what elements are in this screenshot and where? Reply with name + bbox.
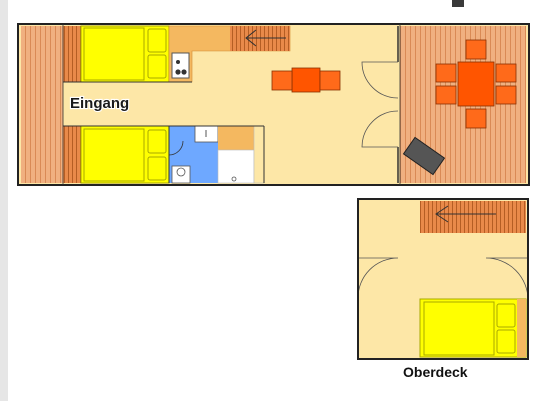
dining-table-small — [271, 67, 341, 93]
page-edge-strip — [0, 0, 8, 401]
storage — [217, 125, 265, 184]
upper-deck-label: Oberdeck — [403, 364, 468, 380]
hull-outline — [17, 23, 530, 186]
entrance-step-top — [63, 26, 81, 82]
bed-top — [80, 25, 170, 83]
stove-icon — [171, 52, 190, 79]
upper-deck — [357, 198, 529, 360]
stairs-down — [420, 201, 526, 233]
main-deck — [17, 23, 530, 186]
stairs-upper-access — [230, 26, 290, 51]
front-deck — [21, 26, 63, 183]
upper-bed — [419, 298, 527, 358]
upper-deck-outline — [357, 198, 529, 360]
corner-mark — [452, 0, 464, 7]
bathroom — [168, 125, 219, 184]
bed-bottom — [80, 125, 170, 184]
entrance-step-bottom — [63, 126, 81, 183]
rear-doors — [361, 26, 399, 183]
entrance-label: Eingang — [70, 95, 129, 112]
grill-icon — [402, 136, 446, 176]
terrace-table — [435, 39, 517, 129]
